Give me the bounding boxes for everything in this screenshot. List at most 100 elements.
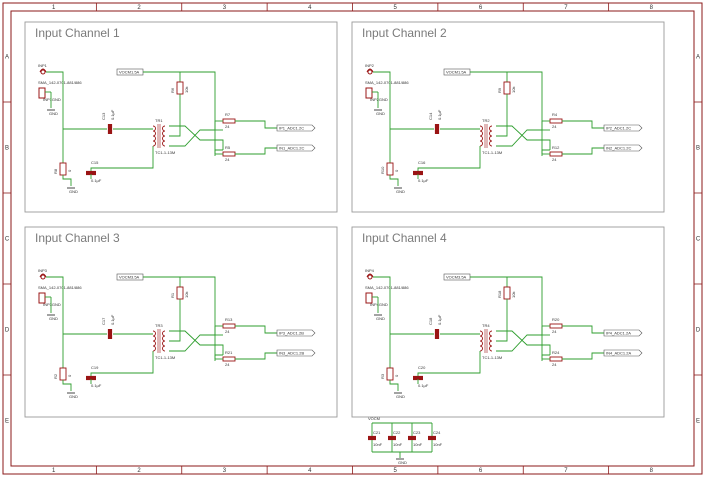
bias-resistor [176, 286, 184, 300]
out-pos-text: IP4_ADC1.2A [606, 331, 631, 336]
output-resistor-bottom [549, 151, 563, 157]
shunt-cap-ref: C15 [91, 160, 99, 165]
vocm-net-text: VOCM3.5A [119, 275, 140, 280]
output-net-negative [276, 144, 316, 152]
output-resistor-bottom [222, 151, 236, 157]
wire [542, 139, 551, 150]
ground-label: GND [376, 316, 385, 321]
zone-row-right-B: B [696, 146, 700, 152]
connector-gnd-ref: INP1GND [43, 97, 61, 102]
bias-res-val: 10k [511, 292, 516, 298]
bias-res-ref: R1 [170, 292, 175, 298]
wire [373, 276, 391, 377]
bias-resistor [503, 286, 511, 300]
out-neg-text: IN1_ADC1.2C [279, 146, 304, 151]
zone-row-right-A: A [696, 55, 700, 61]
vocm-net-text: VOCM3.5A [446, 275, 467, 280]
connector-part: SMA_142-0701-881/886 [365, 80, 409, 85]
transformer-secondary-winding [162, 345, 166, 352]
sma-connector-icon [366, 273, 374, 278]
out-pos-text: IP2_ADC1.2C [606, 126, 631, 131]
wire [235, 325, 277, 334]
zone-col-top-5: 5 [394, 5, 398, 11]
transformer-ref: TR4 [482, 323, 490, 328]
r-top-ref: R13 [225, 317, 233, 322]
transformer-secondary-winding [162, 335, 166, 342]
output-net-positive [276, 124, 316, 132]
output-net-negative [603, 349, 643, 357]
wire [215, 139, 224, 150]
connector-gnd-ref: INP3GND [43, 302, 61, 307]
transformer-primary-winding [479, 340, 483, 347]
output-resistor-top [222, 118, 236, 124]
bias-res-val: 10k [511, 87, 516, 93]
bias-res-val: 10k [184, 87, 189, 93]
zone-col-bottom-6: 6 [479, 468, 483, 474]
connector-gnd-ref: INP4GND [370, 302, 388, 307]
zone-row-left-B: B [5, 146, 9, 152]
transformer-primary-winding [479, 135, 483, 142]
transformer-primary-winding [479, 335, 483, 342]
transformer-primary-winding [479, 140, 483, 147]
wire [235, 147, 277, 155]
output-net-positive [603, 124, 643, 132]
series-cap-ref: C14 [428, 112, 433, 120]
sma-connector-icon [366, 68, 374, 73]
transformer-secondary-winding [489, 140, 493, 147]
r-top-ref: R7 [225, 112, 231, 117]
wire [169, 129, 215, 147]
output-resistor-bottom [222, 356, 236, 362]
ground-label: GND [49, 316, 58, 321]
wire [541, 149, 550, 154]
wire [541, 354, 550, 359]
input-channel-4: Input Channel 4INP4SMA_142-0701-881/886I… [351, 226, 665, 418]
output-resistor-top [549, 118, 563, 124]
out-neg-text: IN3_ADC1.2B [279, 351, 304, 356]
shunt-cap-val: 0.1µF [418, 383, 429, 388]
wire [169, 330, 215, 346]
termination-res-val: 0 [394, 374, 399, 377]
r-bot-ref: R5 [225, 145, 231, 150]
zone-row-left-C: C [5, 237, 10, 243]
wire [214, 354, 223, 359]
transformer-part: TC1-1-13M [155, 150, 175, 155]
wire [169, 299, 181, 342]
bias-res-ref: R18 [497, 290, 502, 298]
connector-ref: INP2 [365, 63, 375, 68]
sma-connector-icon [367, 69, 373, 75]
wire [235, 120, 277, 129]
r-bot-ref: R21 [225, 350, 233, 355]
termination-res-ref: R8 [53, 168, 58, 174]
output-resistor-top [222, 323, 236, 329]
transformer-secondary-winding [489, 340, 493, 347]
r-bot-val: 24 [552, 362, 557, 367]
input-channel-2: Input Channel 2INP2SMA_142-0701-881/886I… [351, 21, 665, 213]
zone-row-right-C: C [696, 237, 701, 243]
vocm-net-text: VOCM1.5A [119, 70, 140, 75]
wire [389, 175, 399, 186]
zone-col-bottom-7: 7 [564, 468, 568, 474]
channel-title: Input Channel 1 [35, 26, 120, 40]
transformer-primary-winding [152, 340, 156, 347]
transformer-ref: TR3 [155, 323, 163, 328]
transformer-primary-winding [479, 330, 483, 337]
r-bot-val: 24 [225, 362, 230, 367]
input-channel-1: Input Channel 1INP1SMA_142-0701-881/886I… [24, 21, 338, 213]
wire [417, 351, 481, 377]
r-bot-ref: R24 [552, 350, 560, 355]
transformer-secondary-winding [162, 330, 166, 337]
wire [90, 146, 154, 172]
wire [169, 94, 181, 137]
wire [214, 149, 223, 154]
sma-connector-icon [39, 68, 47, 73]
transformer-primary-winding [479, 130, 483, 137]
transformer-primary-winding [152, 125, 156, 132]
decoupling-cap-val: 10nF [373, 442, 383, 447]
channel-box [24, 21, 338, 213]
bias-resistor [503, 81, 511, 95]
wire [562, 325, 604, 334]
zone-col-top-7: 7 [564, 5, 568, 11]
transformer-primary-winding [152, 135, 156, 142]
wire [496, 94, 508, 137]
wire [373, 71, 391, 172]
